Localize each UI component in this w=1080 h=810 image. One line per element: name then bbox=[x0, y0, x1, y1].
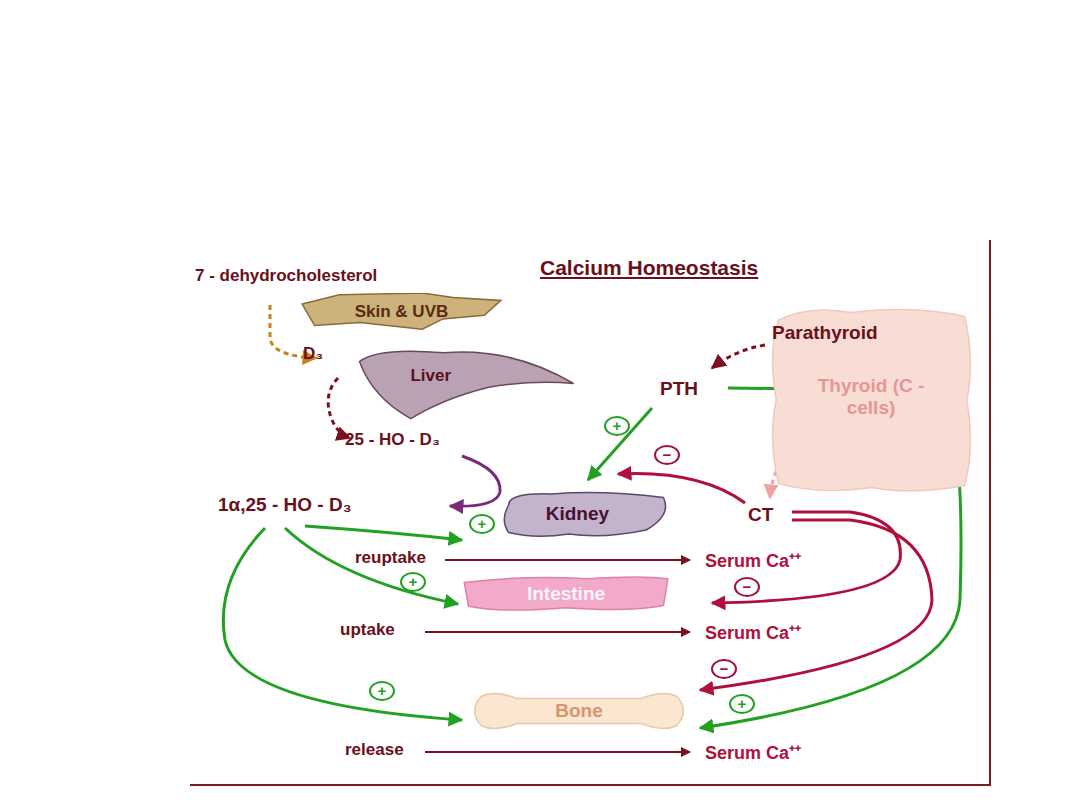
hormone-label: CT bbox=[748, 504, 773, 526]
organ-name: Bone bbox=[555, 700, 603, 722]
kidney-organ: Kidney bbox=[500, 490, 672, 540]
liver-organ: Liver bbox=[355, 347, 578, 420]
stimulate-sign: + bbox=[369, 681, 395, 701]
result-label: Serum Ca⁺⁺ bbox=[705, 740, 801, 764]
skin-organ: Skin & UVB bbox=[298, 293, 505, 330]
bone-organ: Bone bbox=[468, 690, 690, 732]
stimulate-sign: + bbox=[729, 694, 755, 714]
stimulate-sign: + bbox=[604, 416, 630, 436]
organ-name: Kidney bbox=[546, 503, 609, 525]
organ-name: Thyroid (C - cells) bbox=[796, 375, 946, 419]
inhibit-sign: − bbox=[654, 445, 680, 465]
compound-label: 25 - HO - D₃ bbox=[345, 430, 440, 450]
frame bbox=[190, 240, 990, 785]
stimulate-sign: + bbox=[469, 514, 495, 534]
organ-name: Liver bbox=[410, 366, 451, 386]
hormone-label: PTH bbox=[660, 378, 698, 400]
diagram-title: Calcium Homeostasis bbox=[540, 256, 758, 280]
process-label: reuptake bbox=[355, 548, 426, 568]
process-label: release bbox=[345, 740, 404, 760]
stimulate-sign: + bbox=[400, 572, 426, 592]
compound-label: 1α,25 - HO - D₃ bbox=[218, 494, 351, 516]
organ-name: Skin & UVB bbox=[355, 302, 449, 322]
result-label: Serum Ca⁺⁺ bbox=[705, 548, 801, 572]
result-label: Serum Ca⁺⁺ bbox=[705, 620, 801, 644]
parathyroid-thyroid-gland: ParathyroidThyroid (C - cells) bbox=[768, 305, 975, 495]
inhibit-sign: − bbox=[711, 659, 737, 679]
start-compound: 7 - dehydrocholesterol bbox=[195, 266, 377, 286]
compound-label: D₃ bbox=[303, 344, 323, 364]
organ-name: Intestine bbox=[527, 583, 605, 605]
organ-name: Parathyroid bbox=[772, 322, 878, 344]
inhibit-sign: − bbox=[734, 577, 760, 597]
organ-outline bbox=[355, 347, 578, 420]
intestine-organ: Intestine bbox=[460, 575, 672, 613]
process-label: uptake bbox=[340, 620, 395, 640]
